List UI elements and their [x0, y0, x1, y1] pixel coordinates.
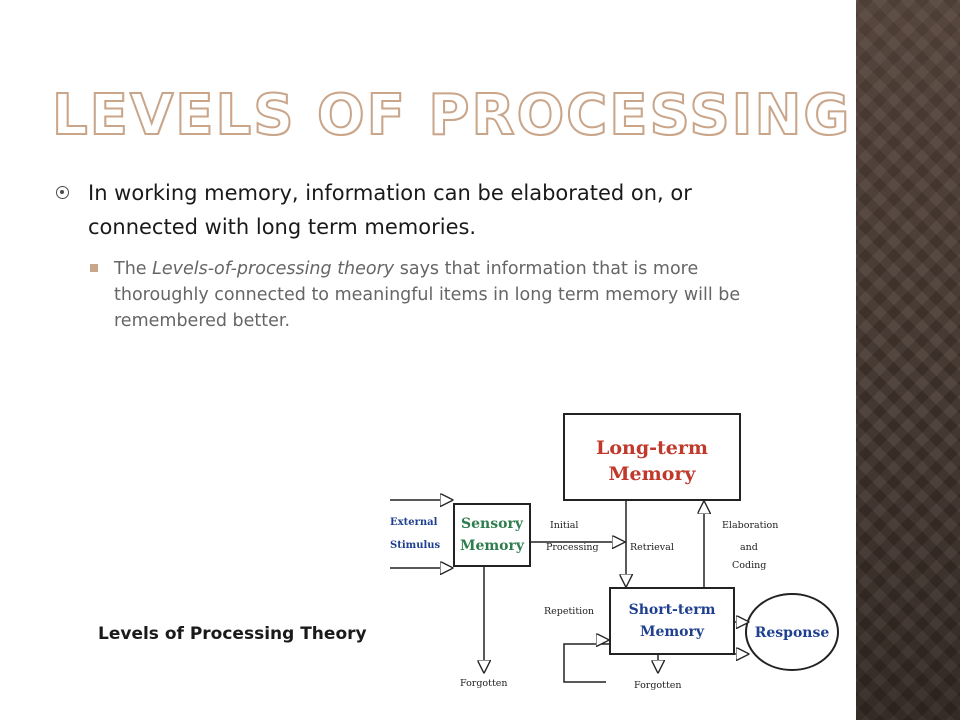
bullet-sub-after: says that information that is more thoro…	[114, 259, 741, 331]
elaboration-label-1: Elaboration	[722, 520, 778, 531]
slide-title: Levels of Processing	[51, 83, 852, 148]
retrieval-label: Retrieval	[630, 542, 674, 553]
bullet-sub-before: The	[114, 259, 153, 279]
elaboration-label-2: and	[740, 542, 758, 553]
forgotten-sensory-label: Forgotten	[460, 678, 508, 689]
bullet-main: In working memory, information can be el…	[56, 176, 756, 244]
sensory-label-1: Sensory	[461, 516, 524, 532]
stimulus-label: Stimulus	[390, 540, 441, 551]
decorative-side-strip	[856, 0, 960, 720]
short-term-label-2: Memory	[640, 624, 705, 640]
repetition-loop	[563, 643, 610, 683]
external-label: External	[390, 517, 438, 528]
sensory-memory-box	[453, 503, 531, 567]
initial-label: Initial	[550, 520, 578, 531]
response-label: Response	[755, 625, 830, 641]
processing-label: Processing	[546, 542, 599, 553]
bullet-sub-emphasis: Levels-of-processing theory	[152, 259, 395, 279]
elaboration-label-3: Coding	[732, 560, 766, 571]
forgotten-short-label: Forgotten	[634, 680, 682, 691]
bullet-sub: The Levels-of-processing theory says tha…	[90, 256, 790, 334]
sensory-label-2: Memory	[460, 538, 525, 554]
long-term-memory-box	[563, 413, 741, 501]
levels-of-processing-diagram: Long-term Memory Sensory Memory Short-te…	[388, 400, 856, 720]
diagram-svg: Long-term Memory Sensory Memory Short-te…	[390, 413, 839, 691]
short-term-memory-box	[609, 587, 735, 655]
long-term-label-2: Memory	[609, 463, 697, 485]
diagram-caption: Levels of Processing Theory	[98, 624, 367, 644]
square-bullet-icon	[90, 264, 98, 272]
repetition-label: Repetition	[544, 606, 594, 617]
bullet-main-text: In working memory, information can be el…	[88, 181, 692, 239]
short-term-label-1: Short-term	[629, 602, 716, 618]
circle-bullet-icon	[56, 186, 69, 199]
response-circle	[745, 593, 839, 671]
long-term-label-1: Long-term	[596, 437, 708, 459]
